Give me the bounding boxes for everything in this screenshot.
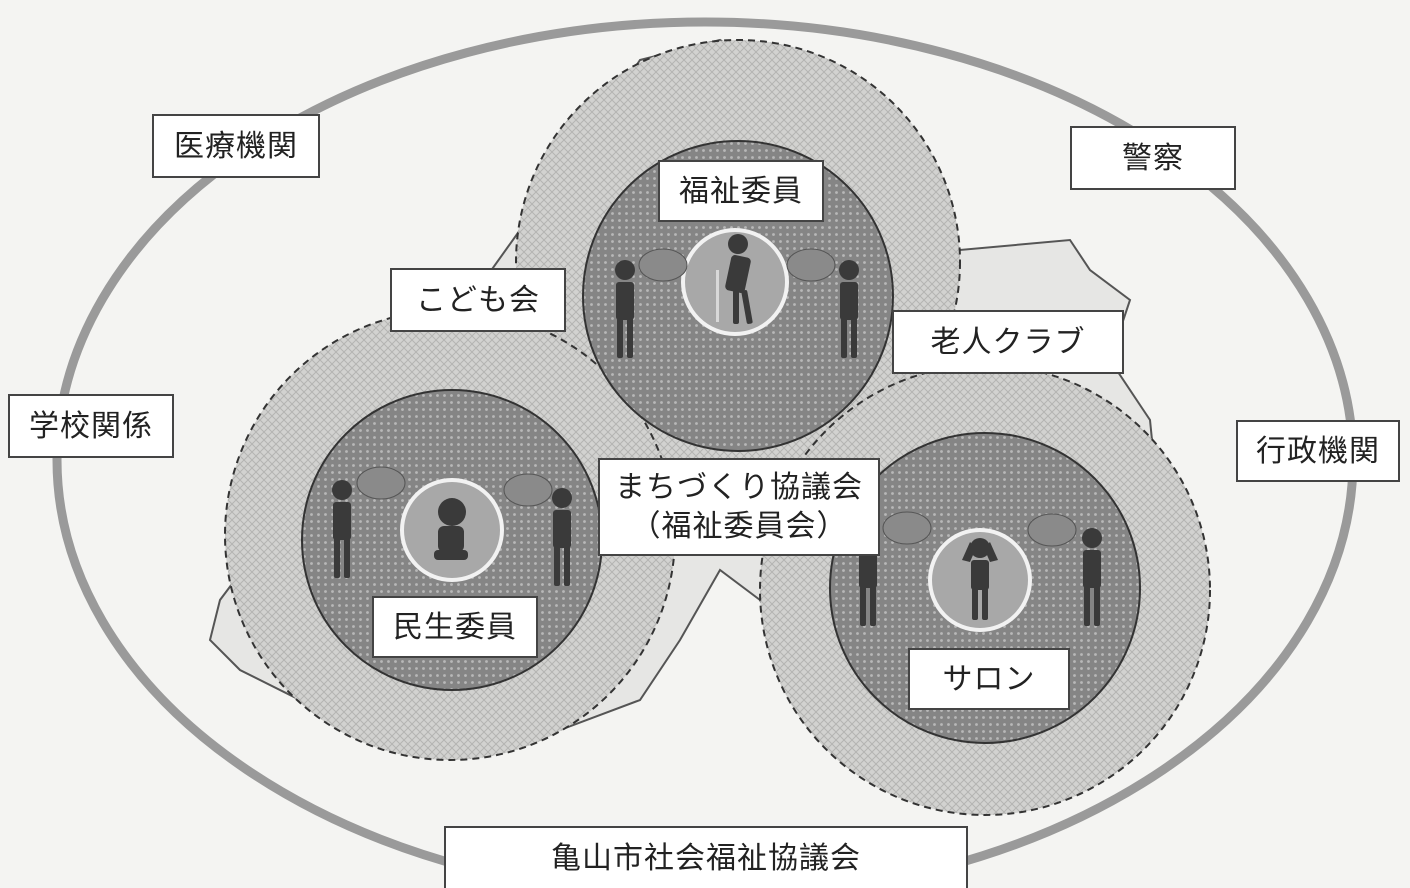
district-council-line2: （福祉委員会） [630, 509, 848, 544]
school-label: 学校関係 [8, 394, 174, 458]
distressed-person-icon [962, 538, 998, 620]
salon-label: サロン [908, 648, 1070, 710]
speech-bubble-icon [786, 248, 836, 282]
social-welfare-council-label: 亀山市社会福祉協議会 [444, 826, 968, 888]
government-label: 行政機関 [1236, 420, 1400, 482]
speech-bubble-icon [356, 466, 406, 500]
welfare-commissioner-label: 福祉委員 [658, 160, 824, 222]
senior-club-label: 老人クラブ [892, 310, 1124, 374]
speech-bubble-icon [638, 248, 688, 282]
district-council-label: まちづくり協議会 （福祉委員会） [598, 458, 880, 556]
elderly-person-icon [716, 234, 753, 324]
child-icon [434, 498, 468, 560]
speech-bubble-icon [882, 511, 932, 545]
police-label: 警察 [1070, 126, 1236, 190]
children-club-label: こども会 [390, 268, 566, 332]
hospital-label: 医療機関 [152, 114, 320, 178]
minsei-commissioner-label: 民生委員 [372, 596, 538, 658]
speech-bubble-icon [503, 473, 553, 507]
speech-bubble-icon [1027, 513, 1077, 547]
district-council-line1: まちづくり協議会 [615, 470, 863, 505]
